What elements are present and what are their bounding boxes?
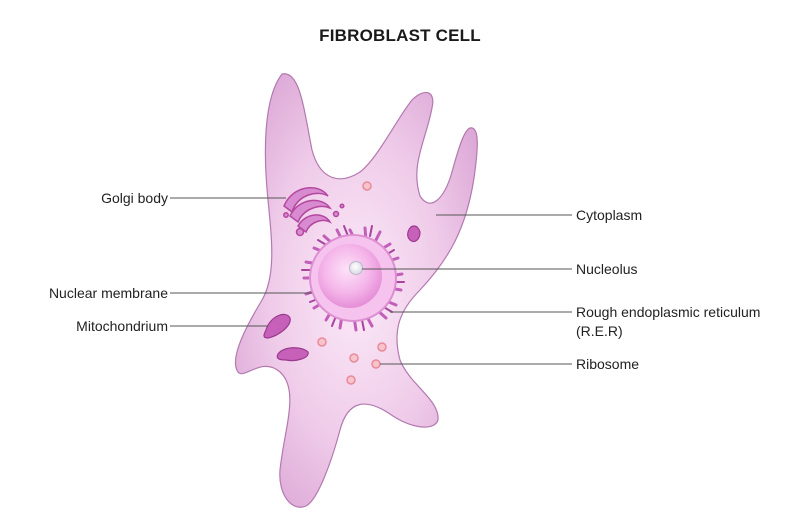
label-golgi-body: Golgi body [101,190,168,206]
nucleus [318,244,382,308]
ribosome [349,353,359,363]
ribosome [346,375,356,385]
golgi-body [283,187,345,237]
label-mitochondrium: Mitochondrium [76,318,168,334]
mitochondrion-2 [276,347,309,362]
diagram-title: FIBROBLAST CELL [319,26,481,45]
label-rer-line1: Rough endoplasmic reticulum [576,304,761,320]
label-ribosome: Ribosome [576,356,640,372]
ribosome [377,342,387,352]
leader-lines [170,197,572,365]
ribosome [362,181,372,191]
label-rer-line2: (R.E.R) [576,323,623,339]
label-nucleolus: Nucleolus [576,261,638,277]
label-cytoplasm: Cytoplasm [576,207,643,223]
ribosome [317,337,327,347]
ribosome [371,359,381,369]
label-nuclear-membrane: Nuclear membrane [48,285,168,301]
mitochondria [263,225,421,362]
mitochondrion-1 [263,313,291,339]
mitochondrion-3 [407,225,421,243]
nucleolus [349,261,363,275]
